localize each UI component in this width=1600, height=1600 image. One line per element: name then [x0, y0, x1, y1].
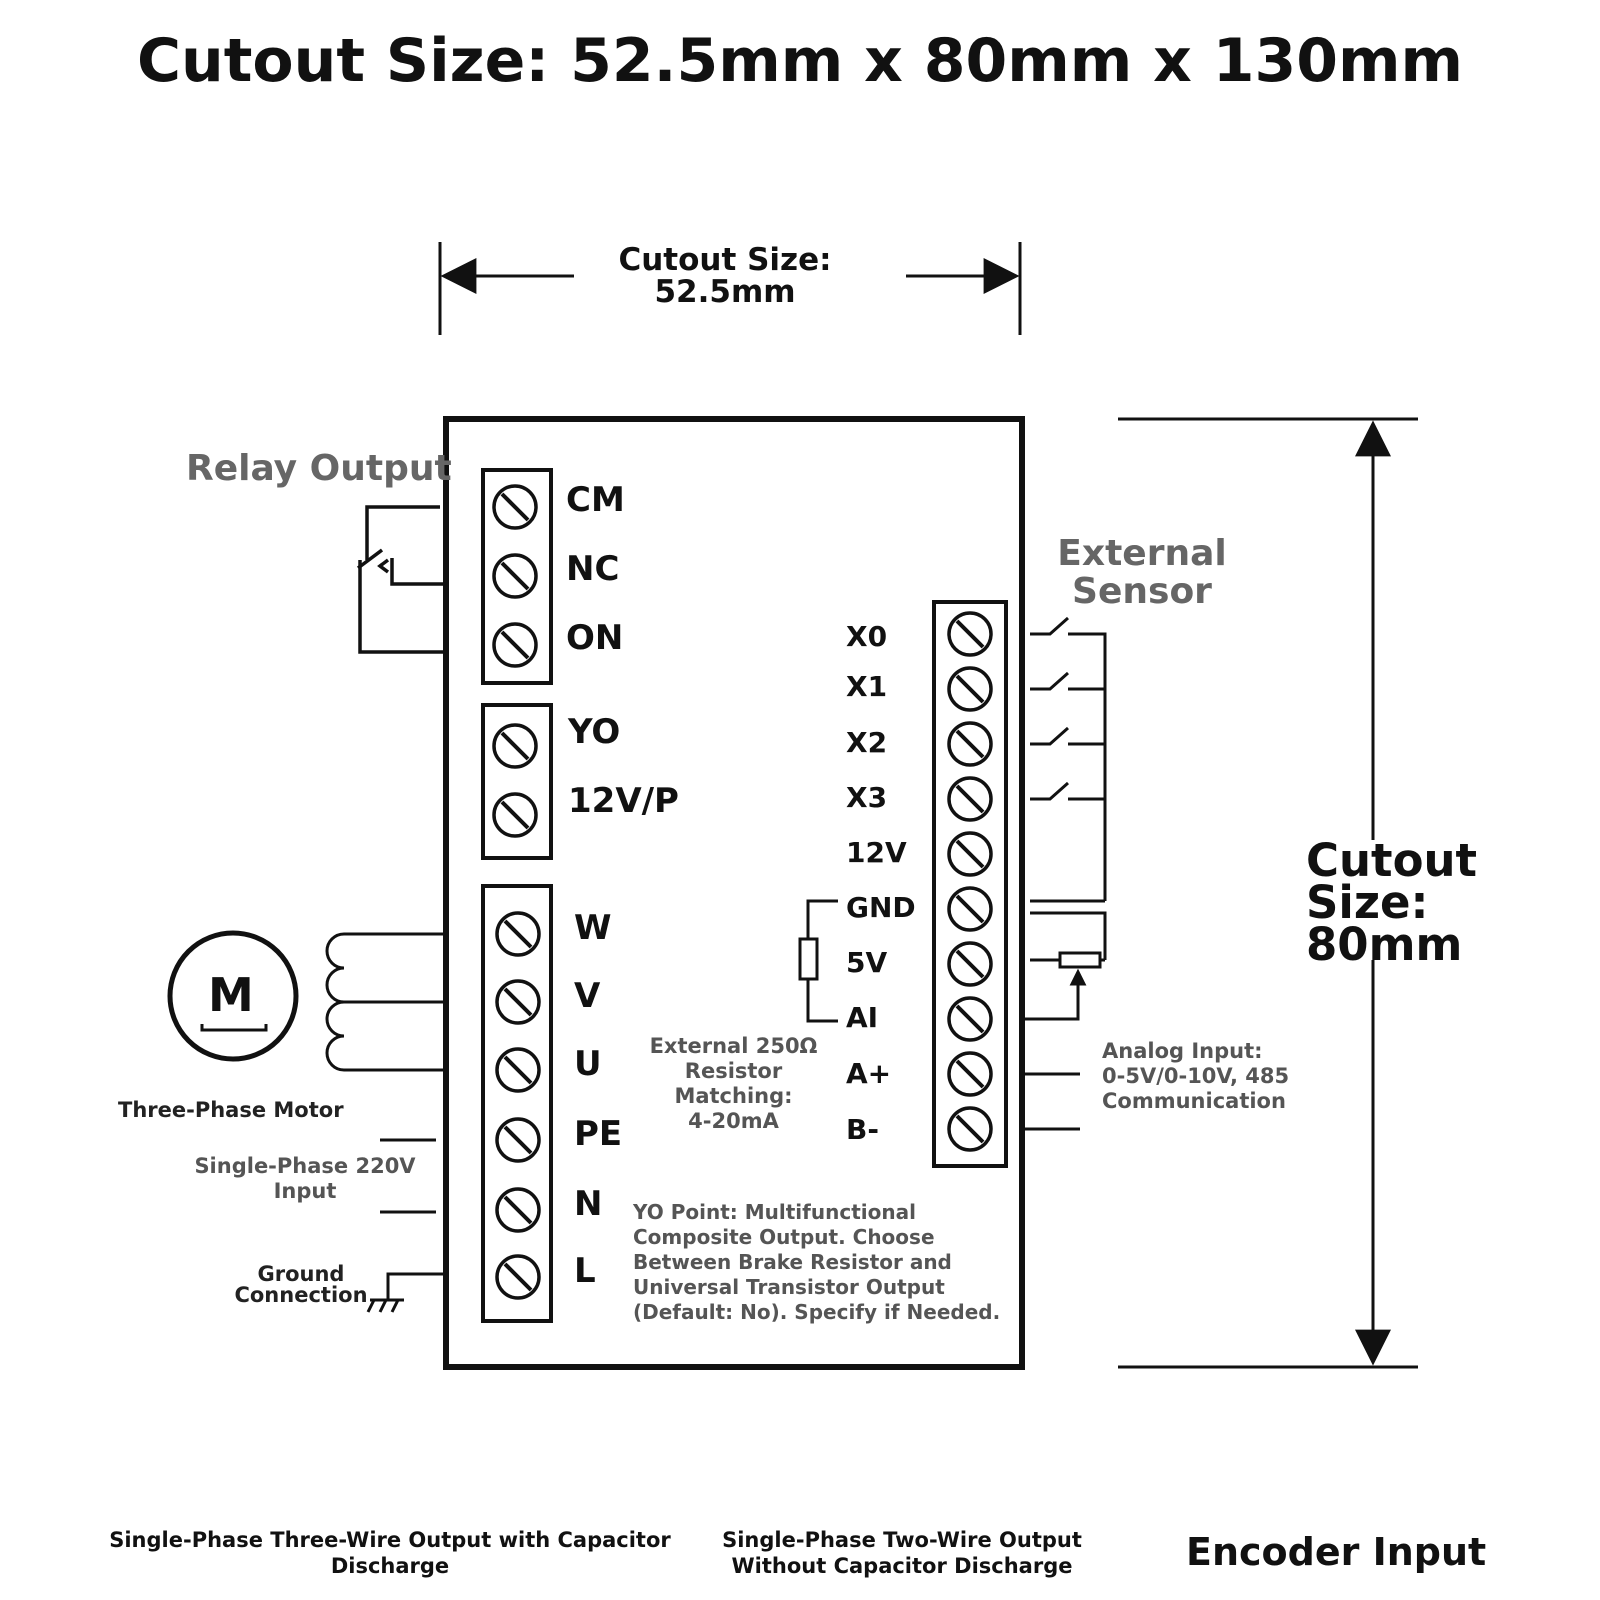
external-sensor-line2: Sensor [1072, 571, 1212, 612]
terminal-label-w: W [574, 908, 612, 948]
external-sensor-heading: External Sensor [1042, 535, 1242, 611]
resistor-note: External 250Ω Resistor Matching: 4-20mA [636, 1034, 831, 1134]
yo-note-line1: YO Point: Multifunctional [633, 1200, 916, 1224]
power-input-line2: Input [273, 1179, 337, 1203]
terminal-label-l: L [574, 1251, 596, 1291]
analog-line3: Communication [1102, 1089, 1286, 1113]
terminal-label-12v: 12V [846, 836, 907, 869]
ground-line1: Ground [257, 1262, 345, 1286]
ground-line2: Connection [234, 1283, 368, 1307]
yo-note-line4: Universal Transistor Output [633, 1275, 945, 1299]
terminal-label-12vp: 12V/P [568, 781, 679, 821]
power-input-wiring [366, 1138, 446, 1313]
motor-symbol [167, 930, 299, 1062]
terminal-label-cm: CM [566, 480, 625, 520]
yo-note-line2: Composite Output. Choose [633, 1225, 935, 1249]
footer-col1-line2: Discharge [330, 1554, 450, 1578]
height-dimension-line1: Cutout [1306, 834, 1478, 887]
terminal-label-b-minus: B- [846, 1113, 879, 1146]
width-dimension-label: Cutout Size: 52.5mm [560, 244, 890, 308]
external-sensor-line1: External [1057, 533, 1227, 574]
left-screws [492, 484, 541, 1300]
height-dimension-line3: 80mm [1306, 918, 1463, 971]
motor-label: Three-Phase Motor [118, 1098, 344, 1122]
terminal-label-ai: AI [846, 1001, 879, 1034]
terminal-label-x0: X0 [846, 620, 888, 653]
motor-letter: M [208, 968, 254, 1022]
yo-note-line5: (Default: No). Specify if Needed. [633, 1300, 1001, 1324]
terminal-label-gnd: GND [846, 891, 916, 924]
relay-wiring [356, 505, 446, 654]
terminal-label-a-plus: A+ [846, 1057, 892, 1090]
footer-col2-line1: Single-Phase Two-Wire Output [722, 1528, 1082, 1552]
terminal-label-5v: 5V [846, 946, 888, 979]
terminal-label-u: U [574, 1044, 602, 1084]
controller-outline [443, 416, 1025, 1370]
power-input-line1: Single-Phase 220V [194, 1154, 416, 1178]
ground-label: Ground Connection [230, 1264, 372, 1306]
page-title: Cutout Size: 52.5mm x 80mm x 130mm [136, 26, 1464, 96]
terminal-label-x1: X1 [846, 670, 888, 703]
resistor-symbol [798, 899, 838, 1023]
height-dimension-line2: Size: [1306, 876, 1429, 929]
terminal-label-n: N [574, 1184, 603, 1224]
yo-terminal-block [481, 703, 553, 860]
relay-terminal-block [481, 468, 553, 685]
resistor-line1: External 250Ω [649, 1034, 818, 1058]
footer-col2-line2: Without Capacitor Discharge [731, 1554, 1073, 1578]
footer-encoder-input: Encoder Input [1186, 1530, 1487, 1574]
yo-note-line3: Between Brake Resistor and [633, 1250, 952, 1274]
signal-terminal-block [932, 600, 1008, 1168]
terminal-label-v: V [574, 976, 601, 1016]
resistor-line2: Resistor [684, 1059, 783, 1083]
sensor-switches [1022, 616, 1107, 1131]
relay-output-heading: Relay Output [186, 448, 452, 489]
resistor-line3: Matching: [674, 1084, 793, 1108]
height-dimension-label: Cutout Size: 80mm [1306, 834, 1526, 971]
terminal-label-nc: NC [566, 549, 620, 589]
terminal-label-pe: PE [574, 1114, 623, 1154]
power-terminal-block [481, 884, 553, 1323]
width-dimension [438, 242, 1022, 335]
motor-coils [325, 932, 446, 1072]
terminal-label-yo: YO [568, 712, 621, 752]
terminal-label-on: ON [566, 618, 624, 658]
terminal-label-x2: X2 [846, 726, 888, 759]
footer-col1-line1: Single-Phase Three-Wire Output with Capa… [109, 1528, 671, 1552]
width-dimension-line1: Cutout Size: [618, 242, 832, 278]
yo-point-note: YO Point: Multifunctional Composite Outp… [633, 1200, 1000, 1325]
power-input-label: Single-Phase 220V Input [180, 1154, 430, 1204]
resistor-line4: 4-20mA [688, 1109, 779, 1133]
width-dimension-line2: 52.5mm [654, 274, 796, 310]
footer-two-wire-output: Single-Phase Two-Wire Output Without Cap… [712, 1527, 1092, 1579]
height-dimension [1118, 417, 1418, 1369]
right-screws [947, 611, 993, 1152]
analog-line1: Analog Input: [1102, 1039, 1263, 1063]
footer-three-wire-output: Single-Phase Three-Wire Output with Capa… [100, 1527, 680, 1579]
terminal-label-x3: X3 [846, 781, 888, 814]
analog-line2: 0-5V/0-10V, 485 [1102, 1064, 1290, 1088]
analog-input-note: Analog Input: 0-5V/0-10V, 485 Communicat… [1102, 1039, 1289, 1114]
